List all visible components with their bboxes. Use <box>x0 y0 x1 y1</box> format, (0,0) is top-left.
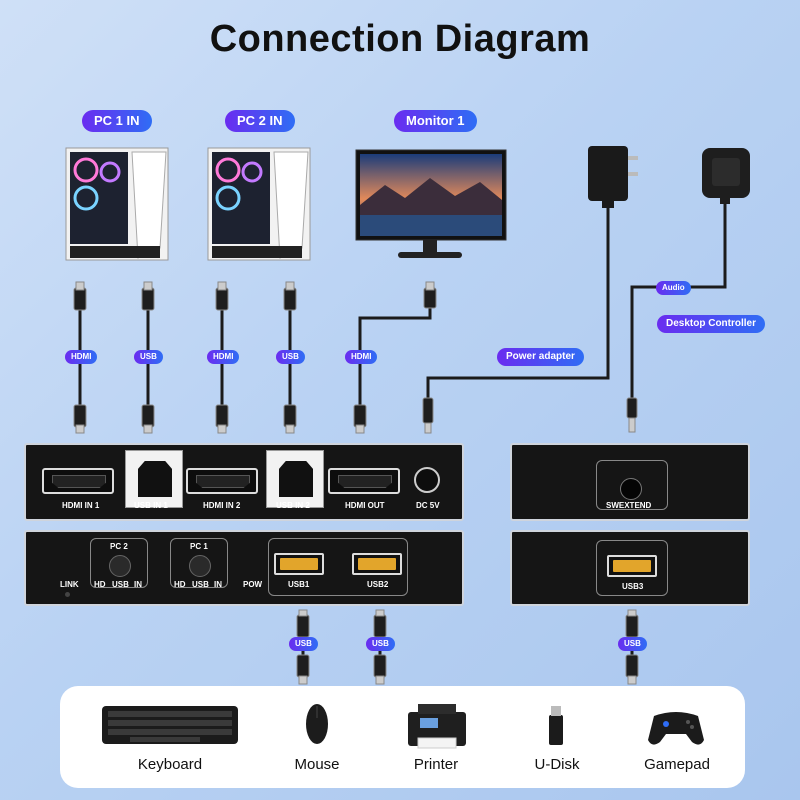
usb3-frame <box>596 540 668 596</box>
desktop-controller-icon <box>702 148 750 204</box>
gamepad-label: Gamepad <box>644 756 710 773</box>
audio-jack-port <box>620 478 642 500</box>
usb1-label: USB1 <box>288 580 310 589</box>
hdmi-tag-pc2: HDMI <box>207 350 240 364</box>
pc1-button-frame <box>170 538 228 588</box>
pc1-hd-label: HD <box>174 580 186 589</box>
usb-tag-usb3: USB <box>618 637 647 651</box>
hdmi-in-2-port <box>186 468 258 494</box>
u-disk-label: U-Disk <box>534 756 580 773</box>
pc1-button-label: PC 1 <box>190 542 208 551</box>
gamepad-icon <box>648 712 704 745</box>
desktop-controller-label: Desktop Controller <box>657 315 766 333</box>
usb-tag-pc1: USB <box>134 350 163 364</box>
pc2-hd-label: HD <box>94 580 106 589</box>
pc2-usb-label: USB <box>112 580 129 589</box>
mouse-label: Mouse <box>294 756 340 773</box>
usb3-port <box>607 555 657 577</box>
mouse-icon <box>306 704 328 744</box>
pc2-button-frame <box>90 538 148 588</box>
usb-in-1-label: USB IN 1 <box>134 501 168 510</box>
link-label: LINK <box>60 580 79 589</box>
hdmi-out-label: HDMI OUT <box>345 501 385 510</box>
printer-icon <box>408 704 466 749</box>
pc1-in-label: IN <box>214 580 222 589</box>
keyboard-icon <box>102 706 238 744</box>
usb2-port <box>352 553 402 575</box>
monitor1-label: Monitor 1 <box>394 110 477 132</box>
pc1-switch-button[interactable] <box>189 555 211 577</box>
usb3-label: USB3 <box>622 582 644 591</box>
audio-tag: Audio <box>656 281 691 295</box>
pc2-button-label: PC 2 <box>110 542 128 551</box>
usb-tag-pc2: USB <box>276 350 305 364</box>
page-title: Connection Diagram <box>209 18 591 60</box>
u-disk-icon <box>549 706 563 745</box>
monitor-icon <box>355 149 507 258</box>
usb-tag-usb2: USB <box>366 637 395 651</box>
hdmi-in-1-label: HDMI IN 1 <box>62 501 100 510</box>
usb-in-2-port <box>266 450 324 508</box>
dc-5v-port <box>414 467 440 493</box>
printer-label: Printer <box>413 756 459 773</box>
pow-label: POW <box>243 580 263 589</box>
pc1-tower-icon <box>65 147 169 261</box>
usb-in-2-label: USB IN 2 <box>276 501 310 510</box>
usb-in-1-port <box>125 450 183 508</box>
cable-monitor-hdmi <box>358 305 432 420</box>
keyboard-label: Keyboard <box>137 756 203 773</box>
usb1-port <box>274 553 324 575</box>
pc2-switch-button[interactable] <box>109 555 131 577</box>
usb-tag-usb1: USB <box>289 637 318 651</box>
hdmi-in-1-port <box>42 468 114 494</box>
hdmi-tag-monitor: HDMI <box>345 350 378 364</box>
hdmi-out-port <box>328 468 400 494</box>
hdmi-in-2-label: HDMI IN 2 <box>203 501 241 510</box>
usb-ports-frame <box>268 538 408 596</box>
pc2-tower-icon <box>207 147 311 261</box>
usb2-label: USB2 <box>367 580 389 589</box>
pc1-in-label: PC 1 IN <box>82 110 152 132</box>
power-adapter-icon <box>588 146 638 208</box>
pc2-in-label: IN <box>134 580 142 589</box>
link-led <box>65 592 70 597</box>
extender-port-frame <box>596 460 668 510</box>
power-adapter-label: Power adapter <box>497 348 584 366</box>
dc-5v-label: DC 5V <box>416 501 440 510</box>
pc1-usb-label: USB <box>192 580 209 589</box>
extender-brand-label: SWEXTEND <box>606 501 652 510</box>
hdmi-tag-pc1: HDMI <box>65 350 98 364</box>
pc2-in-label: PC 2 IN <box>225 110 295 132</box>
